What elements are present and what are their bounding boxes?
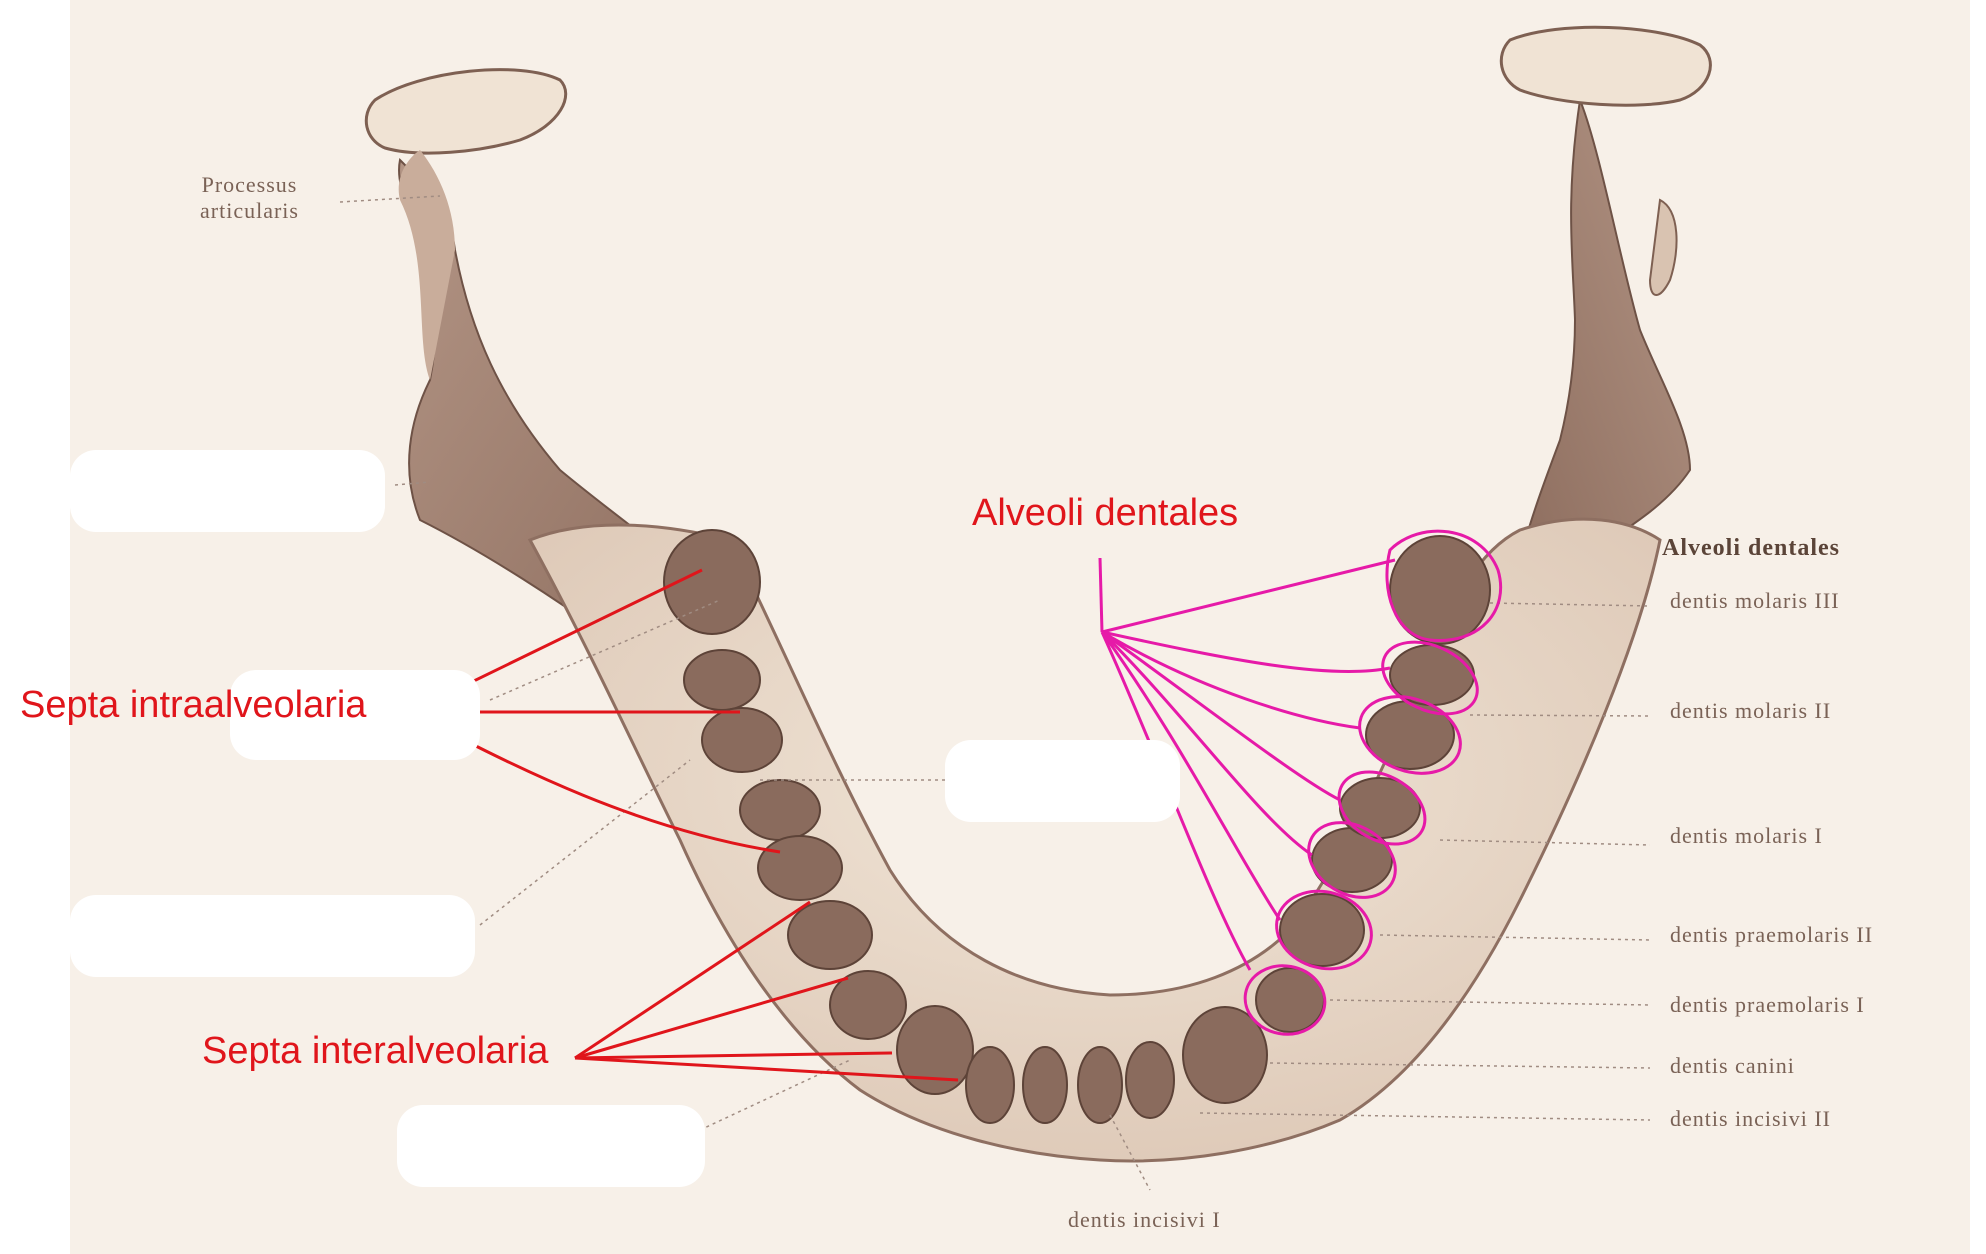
right-coronoid xyxy=(1648,198,1678,296)
socket-right-molar3 xyxy=(1389,535,1491,645)
blank-label-2 xyxy=(230,670,480,760)
socket-left-molar2a xyxy=(683,649,761,711)
mandible-body xyxy=(527,517,1662,1163)
right-condyle xyxy=(1499,25,1712,107)
tooth-label-molar3: dentis molaris III xyxy=(1670,588,1840,613)
socket-right-canine xyxy=(1182,1006,1268,1104)
socket-right-incisor2 xyxy=(1125,1041,1175,1119)
alveoli-annotation-label: Alveoli dentales xyxy=(972,492,1239,534)
tooth-label-incisor1: dentis incisivi I xyxy=(1068,1207,1221,1232)
alveoli-magenta-leaders xyxy=(1098,557,1396,971)
socket-left-incisor2 xyxy=(965,1046,1015,1124)
left-condyle xyxy=(364,68,568,155)
socket-right-incisor1 xyxy=(1077,1046,1123,1124)
socket-left-molar1a xyxy=(739,779,821,841)
socket-right-pm2 xyxy=(1279,893,1365,967)
right-ramus xyxy=(1518,96,1692,562)
blank-label-1 xyxy=(70,450,385,532)
alveoli-heading-label: Alveoli dentales xyxy=(1662,535,1840,561)
processus-articularis-label: Processus articularis xyxy=(200,172,299,224)
septa-inter-label: Septa interalveolaria xyxy=(202,1030,549,1072)
socket-left-molar1b xyxy=(757,835,843,901)
blank-label-5 xyxy=(397,1105,705,1187)
original-leader-lines xyxy=(339,195,1651,1191)
processus-line-2: articularis xyxy=(200,198,299,223)
socket-left-canine xyxy=(896,1005,974,1095)
tooth-label-molar2: dentis molaris II xyxy=(1670,698,1832,723)
socket-left-pm2 xyxy=(787,900,873,970)
socket-left-molar2b xyxy=(701,707,783,773)
socket-left-molar3 xyxy=(663,529,761,635)
socket-left-pm1 xyxy=(829,970,907,1040)
left-condyle-neck xyxy=(398,150,455,380)
tooth-label-pm1: dentis praemolaris I xyxy=(1670,992,1865,1017)
tooth-label-molar1: dentis molaris I xyxy=(1670,823,1823,848)
blank-label-4 xyxy=(70,895,475,977)
processus-line-1: Processus xyxy=(201,172,298,197)
septa-inter-leaders xyxy=(574,900,959,1082)
tooth-label-incisor2: dentis incisivi II xyxy=(1670,1106,1831,1131)
septa-intra-label: Septa intraalveolaria xyxy=(20,684,367,726)
socket-left-incisor1 xyxy=(1022,1046,1068,1124)
blank-label-3 xyxy=(945,740,1180,822)
alveoli-group xyxy=(663,529,1491,1124)
tooth-label-canine: dentis canini xyxy=(1670,1053,1795,1078)
tooth-label-pm2: dentis praemolaris II xyxy=(1670,922,1874,947)
